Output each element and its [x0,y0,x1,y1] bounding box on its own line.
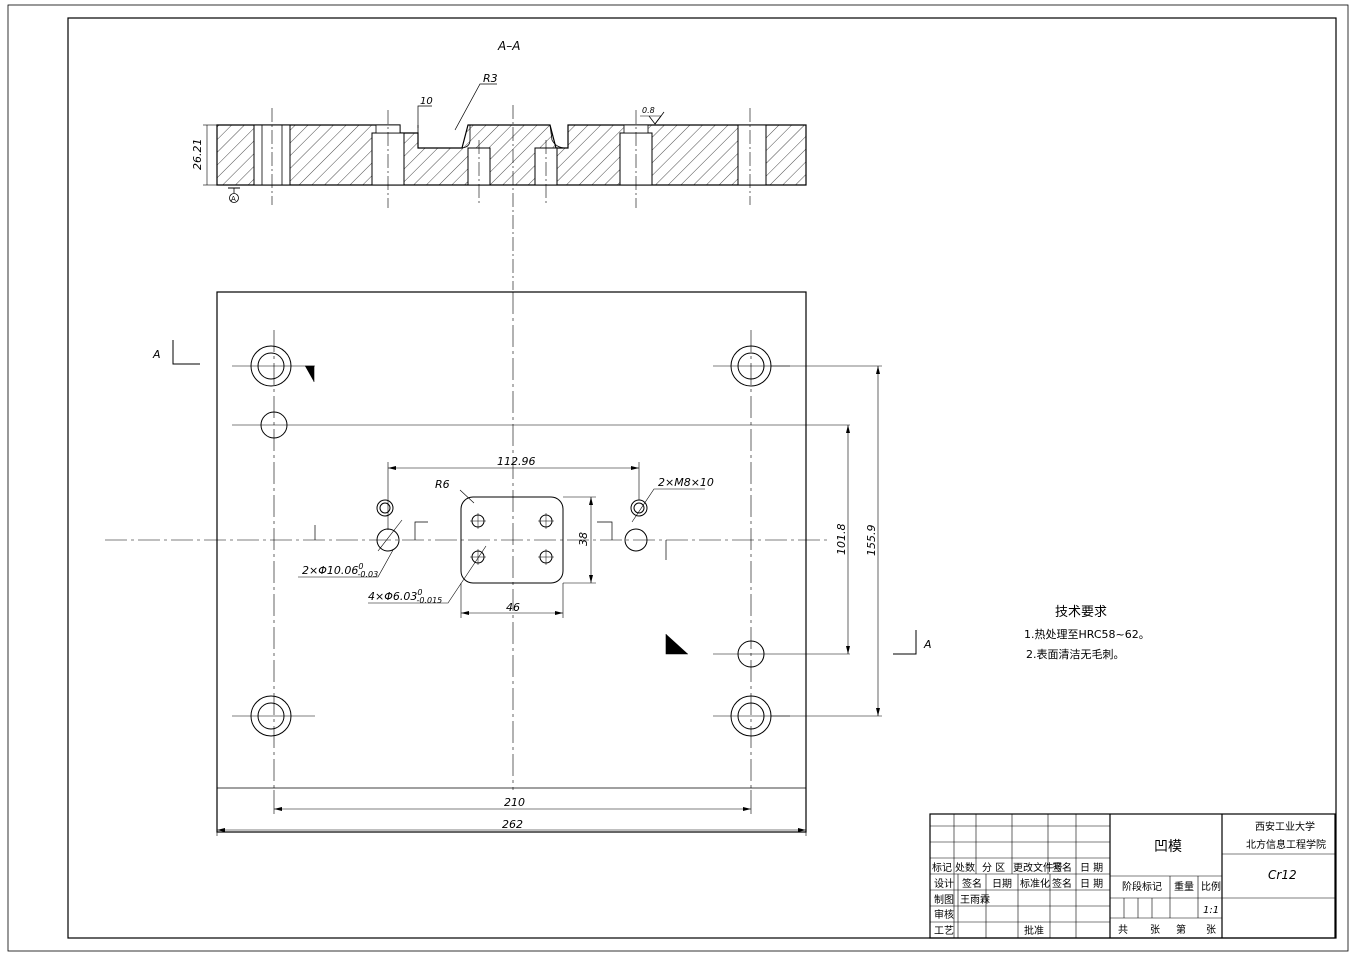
thickness-label: 26.21 [191,139,204,171]
svg-text:张: 张 [1150,924,1160,936]
org-line-1: 西安工业大学 [1255,820,1315,833]
part-name: 凹模 [1154,839,1182,855]
roughness-label: 0.8 [642,106,655,115]
svg-text:签名: 签名 [1052,861,1072,874]
svg-text:制图: 制图 [934,893,954,906]
drafter-name: 王雨霖 [960,894,990,906]
requirement-1: 1.热处理至HRC58~62。 [1024,628,1150,641]
title-block [929,813,1336,939]
section-mark-left: A [152,348,161,361]
cavity-outline-plan [460,496,564,584]
inner-border [67,17,1337,939]
pin-holes [376,499,648,552]
svg-text:签名: 签名 [962,877,982,890]
radius-r3-label: R3 [483,72,498,85]
dim-210: 210 [504,796,525,809]
scale-value: 1:1 [1203,905,1219,916]
svg-text:签名: 签名 [1052,877,1072,890]
dim-38: 38 [577,532,590,546]
svg-text:分 区: 分 区 [982,862,1005,874]
depth-label: 10 [420,96,433,107]
corner-holes [250,345,772,737]
svg-text:处数: 处数 [955,861,975,874]
outer-border [7,4,1349,952]
dim-262: 262 [502,818,523,831]
svg-text:第: 第 [1176,923,1186,936]
svg-text:日 期: 日 期 [1080,862,1103,874]
svg-text:A: A [231,195,236,203]
datum-symbol [229,193,239,203]
plate-outline [216,291,807,833]
material: Cr12 [1268,868,1297,882]
requirements-title: 技术要求 [1055,605,1107,620]
svg-text:阶段标记: 阶段标记 [1122,880,1162,893]
svg-text:日 期: 日 期 [1080,878,1103,890]
dim-101-8: 101.8 [835,524,848,556]
svg-text:标准化: 标准化 [1020,877,1050,890]
hole-tolerance-label: 4×Φ6.030-0.015 [368,588,442,605]
dim-112-96: 112.96 [497,455,536,468]
section-body [216,124,807,186]
section-mark-right: A [923,638,932,651]
svg-text:日期: 日期 [992,878,1012,890]
technical-requirements: 技术要求 1.热处理至HRC58~62。 2.表面清洁无毛刺。 [1024,605,1150,661]
svg-text:更改文件号: 更改文件号 [1013,861,1063,874]
svg-text:张: 张 [1206,924,1216,936]
svg-text:重量: 重量 [1174,880,1194,893]
dim-155-9: 155.9 [865,525,878,557]
cavity-outline-right [549,124,567,149]
cavity-outline [417,125,471,149]
cavity-holes [471,514,553,564]
section-title: A–A [497,39,520,53]
org-line-2: 北方信息工程学院 [1246,838,1326,851]
svg-text:标记: 标记 [932,862,952,874]
bore-right-guide [737,124,767,186]
requirement-2: 2.表面清洁无毛刺。 [1026,647,1125,661]
dim-m8: 2×M8×10 [658,476,714,489]
dim-r6: R6 [435,478,450,491]
svg-text:比例: 比例 [1201,880,1221,893]
svg-text:工艺: 工艺 [934,925,954,937]
plan-view: A A [105,291,932,836]
svg-text:设计: 设计 [934,877,954,890]
svg-text:批准: 批准 [1024,924,1044,937]
svg-text:共: 共 [1118,924,1128,936]
dim-46: 46 [506,601,520,614]
svg-text:审核: 审核 [934,908,954,921]
section-view: A–A 26.21 [191,39,807,290]
pin-tolerance-label: 2×Φ10.060-0.03 [302,562,378,579]
title-block-text: 标记 处数 分 区 更改文件号 签名 日 期 设计 签名 日期 标准化 签名 日… [932,820,1326,937]
